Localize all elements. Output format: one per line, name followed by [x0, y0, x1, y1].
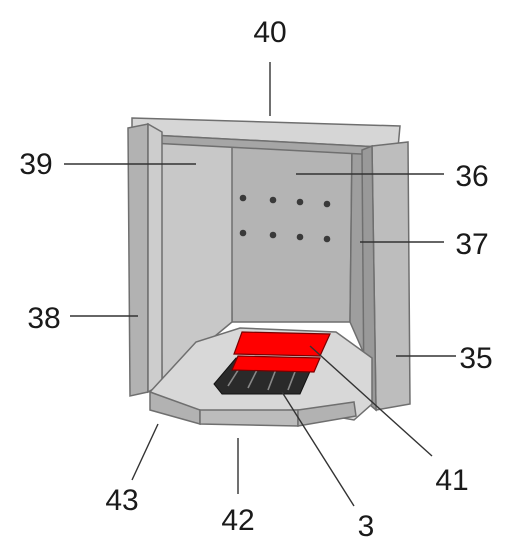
label-43: 43 — [105, 484, 138, 517]
leader-43 — [131, 423, 159, 481]
label-41: 41 — [435, 464, 468, 497]
label-35: 35 — [459, 342, 492, 375]
label-38: 38 — [27, 302, 60, 335]
hearth-front-right-brick — [297, 401, 357, 427]
hearth-front-center-brick — [199, 409, 299, 427]
air-holes — [239, 194, 331, 243]
label-37: 37 — [455, 228, 488, 261]
left-front-pillar — [127, 123, 149, 397]
right-front-pillar — [371, 141, 411, 411]
leader-41 — [309, 345, 433, 457]
label-3: 3 — [358, 510, 375, 543]
label-39: 39 — [19, 148, 52, 181]
leader-3 — [281, 391, 355, 507]
label-40: 40 — [253, 16, 286, 49]
label-36: 36 — [455, 160, 488, 193]
highlighted-brick-front — [231, 355, 321, 373]
highlighted-brick-rear — [233, 331, 331, 357]
back-wall-panel — [229, 137, 353, 323]
label-42: 42 — [221, 504, 254, 537]
